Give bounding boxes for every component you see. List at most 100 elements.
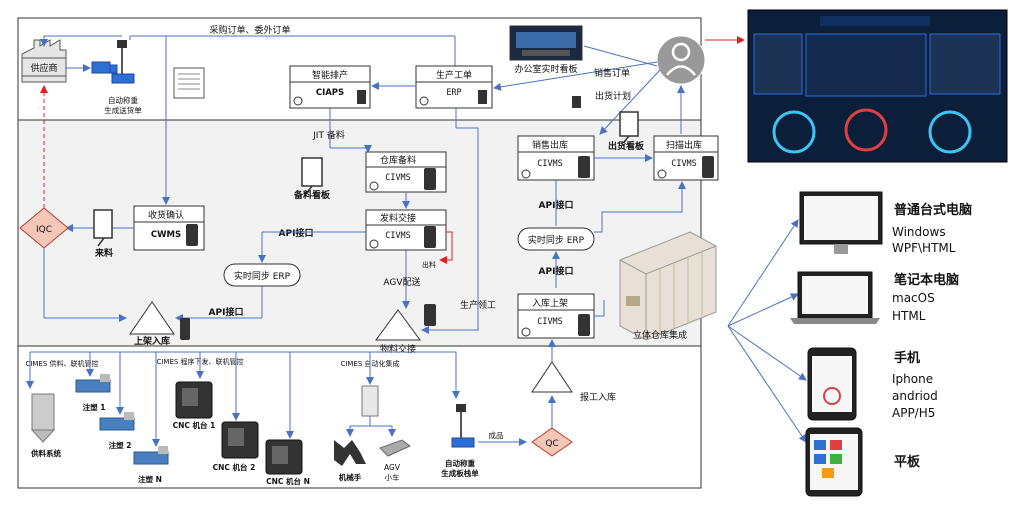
weigh-scale-icon [111, 40, 135, 84]
svg-text:CIAPS: CIAPS [316, 88, 344, 98]
material-handover-label: 物料交接 [380, 343, 416, 355]
svg-text:CNC 机台 2: CNC 机台 2 [213, 462, 256, 472]
svg-text:CNC 机台 N: CNC 机台 N [266, 476, 310, 486]
svg-text:CIVMS: CIVMS [537, 159, 563, 169]
agv-delivery-label: AGV配送 [383, 276, 420, 288]
svg-text:ERP: ERP [446, 88, 461, 98]
finished-label: 成品 [489, 430, 504, 440]
robot-arm-image [334, 440, 366, 466]
api-port-label-right-bottom: API接口 [539, 265, 574, 277]
cnc-machine-n [265, 439, 303, 475]
sales-out-box: 销售出库 CIVMS [517, 135, 595, 181]
purchase-order-label: 采购订单、委外订单 [209, 24, 290, 36]
shelf-in-label: 上架入库 [134, 335, 170, 347]
realtime-sync-right: 实时同步 ERP [517, 227, 595, 251]
laptop-desc-1: macOS [892, 291, 935, 305]
phone-title: 手机 [894, 350, 920, 366]
truck-icon [91, 61, 118, 74]
auto-weigh-label: 自动称重 [108, 95, 138, 105]
svg-text:收货确认: 收货确认 [148, 209, 184, 221]
molding-machine-n [133, 446, 169, 465]
qc-diamond: QC [531, 427, 573, 457]
pc-desc-1: Windows [892, 225, 946, 239]
supplier-node: 供应商 [21, 39, 67, 83]
molding-machine-1 [75, 374, 111, 393]
report-in-triangle [531, 361, 573, 393]
api-port-label-bottom: API接口 [209, 306, 244, 318]
device-connection-lines [727, 219, 807, 443]
svg-text:生成板栈单: 生成板栈单 [441, 468, 479, 478]
middle-band [17, 119, 702, 347]
prod-receive-label: 生产领工 [460, 299, 496, 311]
smart-scheduling-box: 智能排产 CIAPS [289, 65, 371, 109]
stereo-warehouse-image [619, 231, 717, 341]
feed-system-label: 供料系统 [30, 448, 61, 458]
svg-text:CNC 机台 1: CNC 机台 1 [173, 420, 216, 430]
tablet-image [805, 427, 863, 497]
feed-system-image [30, 393, 56, 443]
warehouse-prep-box: 仓库备料 CIVMS [365, 151, 447, 193]
production-order-box: 生产工单 ERP [415, 65, 493, 109]
pc-desc-2: WPF\HTML [892, 241, 956, 255]
svg-text:注塑 2: 注塑 2 [109, 440, 132, 450]
svg-text:入库上架: 入库上架 [532, 297, 568, 309]
agv-label-1: AGV [384, 463, 401, 472]
scanner-icon [424, 168, 436, 190]
delivery-note-label: 生成送货单 [104, 105, 142, 115]
laptop-desc-2: HTML [892, 309, 926, 323]
weigh-scale-bottom-icon [451, 404, 475, 448]
svg-text:实时同步 ERP: 实时同步 ERP [528, 234, 585, 246]
prep-board-label: 备料看板 [293, 189, 331, 201]
material-handover-triangle [375, 304, 436, 341]
svg-text:实时同步 ERP: 实时同步 ERP [234, 270, 291, 282]
supplier-label: 供应商 [30, 62, 57, 74]
incoming-label: 来料 [94, 247, 113, 259]
office-board-label: 办公室实时看板 [514, 63, 577, 75]
svg-text:发料交接: 发料交接 [380, 212, 416, 224]
cnc-machine-1 [175, 381, 213, 419]
svg-text:自动称重: 自动称重 [445, 458, 475, 468]
tablet-title: 平板 [894, 454, 921, 470]
svg-text:CIVMS: CIVMS [385, 173, 411, 183]
issue-handover-box: 发料交接 CIVMS [365, 209, 447, 251]
svg-text:注塑 1: 注塑 1 [83, 402, 106, 412]
laptop-image [790, 271, 880, 324]
shelf-in-triangle [129, 301, 190, 340]
cnc-machine-2 [221, 421, 259, 459]
ship-plan-label: 出货计划 [595, 90, 631, 102]
terminal-icon [572, 96, 581, 108]
report-in-label: 报工入库 [580, 391, 616, 403]
in-shelf-box: 入库上架 CIVMS [517, 293, 595, 339]
molding-machine-2 [99, 412, 135, 431]
svg-text:CIVMS: CIVMS [385, 231, 411, 241]
delivery-document-icon [173, 67, 205, 99]
pc-title: 普通台式电脑 [894, 202, 972, 218]
svg-text:CIVMS: CIVMS [537, 317, 563, 327]
svg-text:注塑 N: 注塑 N [138, 474, 162, 484]
receive-confirm-box: 收货确认 CWMS [133, 205, 205, 251]
svg-text:生产工单: 生产工单 [436, 69, 472, 81]
stereo-warehouse-label: 立体仓库集成 [633, 329, 687, 341]
phone-desc-2: andriod [892, 389, 938, 403]
svg-text:机械手: 机械手 [339, 472, 362, 482]
sales-order-label: 销售订单 [594, 67, 630, 79]
phone-desc-3: APP/H5 [892, 406, 935, 420]
svg-text:智能排产: 智能排产 [312, 69, 348, 81]
svg-text:CIVMS: CIVMS [671, 159, 697, 169]
cimes-feed-label: CIMES 供料、联机管控 [25, 359, 98, 368]
api-port-label-left: API接口 [279, 227, 314, 239]
incoming-board-icon [93, 209, 113, 247]
agv-label-2: 小车 [385, 472, 400, 482]
jit-label: JIT 备料 [312, 129, 345, 141]
phone-desc-1: Iphone [892, 372, 933, 386]
phone-image [807, 347, 857, 421]
desktop-pc-image [799, 191, 883, 254]
office-board-image [509, 25, 583, 61]
svg-text:CWMS: CWMS [151, 230, 181, 240]
svg-text:销售出库: 销售出库 [532, 139, 568, 151]
realtime-sync-left: 实时同步 ERP [223, 263, 301, 287]
svg-text:扫描出库: 扫描出库 [666, 139, 702, 151]
svg-text:IQC: IQC [36, 225, 52, 235]
user-avatar-icon [656, 35, 706, 85]
